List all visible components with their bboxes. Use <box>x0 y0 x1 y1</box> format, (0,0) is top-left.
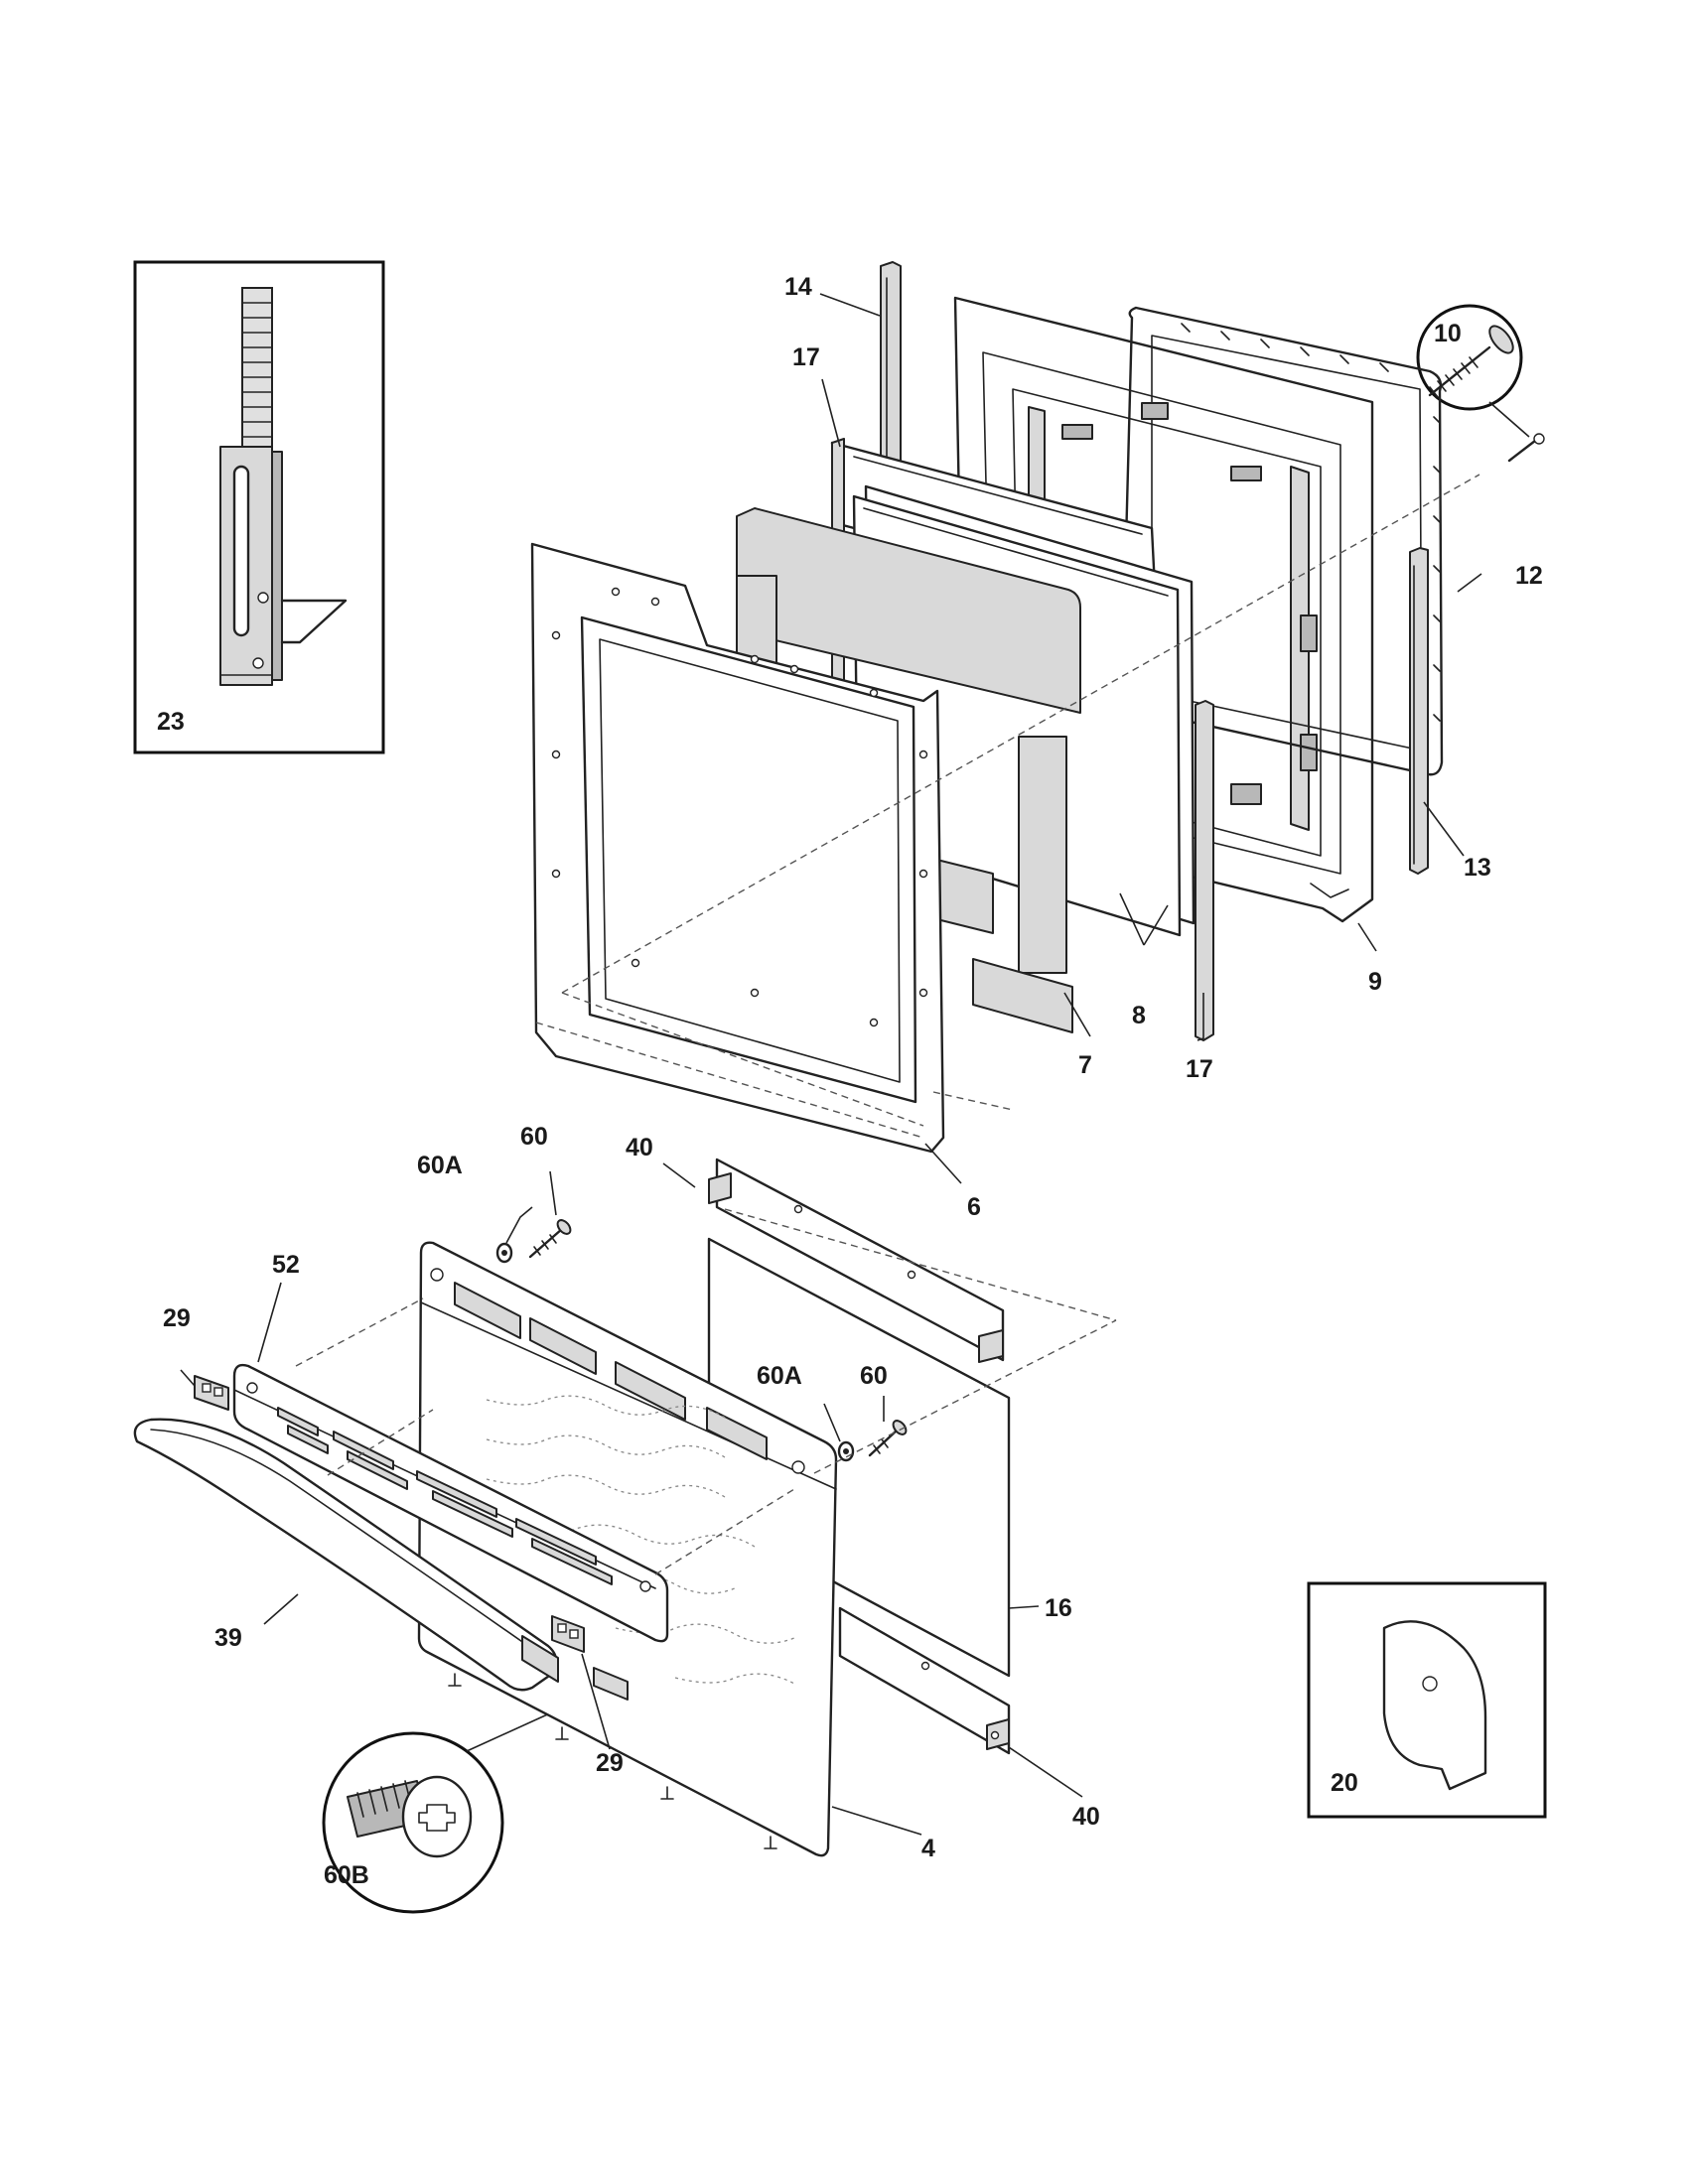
outer-door-panel-4 <box>417 1241 838 1857</box>
callout-40-top: 40 <box>626 1134 653 1161</box>
alignment-lines-top <box>561 474 1480 1127</box>
leader-lines <box>180 293 1482 1836</box>
callout-7: 7 <box>1078 1051 1092 1079</box>
inset-box-clip: 20 <box>1307 1581 1547 1819</box>
callout-60-top: 60 <box>520 1123 548 1151</box>
tapping-screw-icon <box>347 1775 473 1858</box>
end-cap-29-left <box>194 1375 229 1411</box>
end-cap-29-right <box>551 1615 585 1653</box>
inset-circle-screw-60b: 60B <box>322 1708 565 1914</box>
callout-52: 52 <box>272 1251 300 1279</box>
washer-60a-left <box>495 1242 513 1264</box>
callout-23: 23 <box>157 708 185 736</box>
callout-16: 16 <box>1045 1594 1072 1622</box>
callout-17-top: 17 <box>792 343 820 371</box>
screw-60-left <box>528 1219 572 1259</box>
callout-17-bottom: 17 <box>1186 1055 1213 1083</box>
callout-14: 14 <box>784 273 812 301</box>
callout-8: 8 <box>1132 1002 1146 1029</box>
callout-13: 13 <box>1464 854 1491 882</box>
callout-labels: 14 17 12 13 9 8 17 7 6 40 60 60A 52 29 6… <box>163 273 1543 1862</box>
washer-60a-right <box>837 1440 855 1462</box>
door-handle-39 <box>133 1418 559 1692</box>
callout-9: 9 <box>1368 968 1382 996</box>
callout-40-bottom: 40 <box>1072 1803 1100 1831</box>
inset-circle-screw-10: 10 <box>1416 304 1545 463</box>
hinge-icon <box>219 287 348 686</box>
inset-box-hinge: 23 <box>133 260 385 754</box>
callout-6: 6 <box>967 1193 981 1221</box>
callout-4: 4 <box>921 1835 935 1862</box>
door-bracket-40-top <box>708 1158 1005 1363</box>
door-bracket-40-bottom <box>838 1606 1011 1755</box>
callout-60-bottom: 60 <box>860 1362 888 1390</box>
window-pack-17-front <box>1195 700 1214 1041</box>
bottom-screws <box>448 1673 777 1849</box>
door-frame-6 <box>530 542 945 1154</box>
callout-29-left: 29 <box>163 1304 191 1332</box>
callout-10: 10 <box>1434 320 1462 347</box>
callout-20: 20 <box>1331 1769 1358 1797</box>
alignment-lines-bottom <box>295 1208 1117 1575</box>
side-rail-13 <box>1409 547 1429 875</box>
clip-icon <box>1382 1620 1487 1791</box>
callout-12: 12 <box>1515 562 1543 590</box>
callout-60b: 60B <box>324 1861 369 1889</box>
callout-60a-top: 60A <box>417 1152 463 1179</box>
frame-holes <box>551 587 928 1027</box>
callout-29-right: 29 <box>596 1749 624 1777</box>
callout-60a-bottom: 60A <box>757 1362 802 1390</box>
callout-39: 39 <box>214 1624 242 1652</box>
vent-trim-52 <box>232 1363 669 1643</box>
